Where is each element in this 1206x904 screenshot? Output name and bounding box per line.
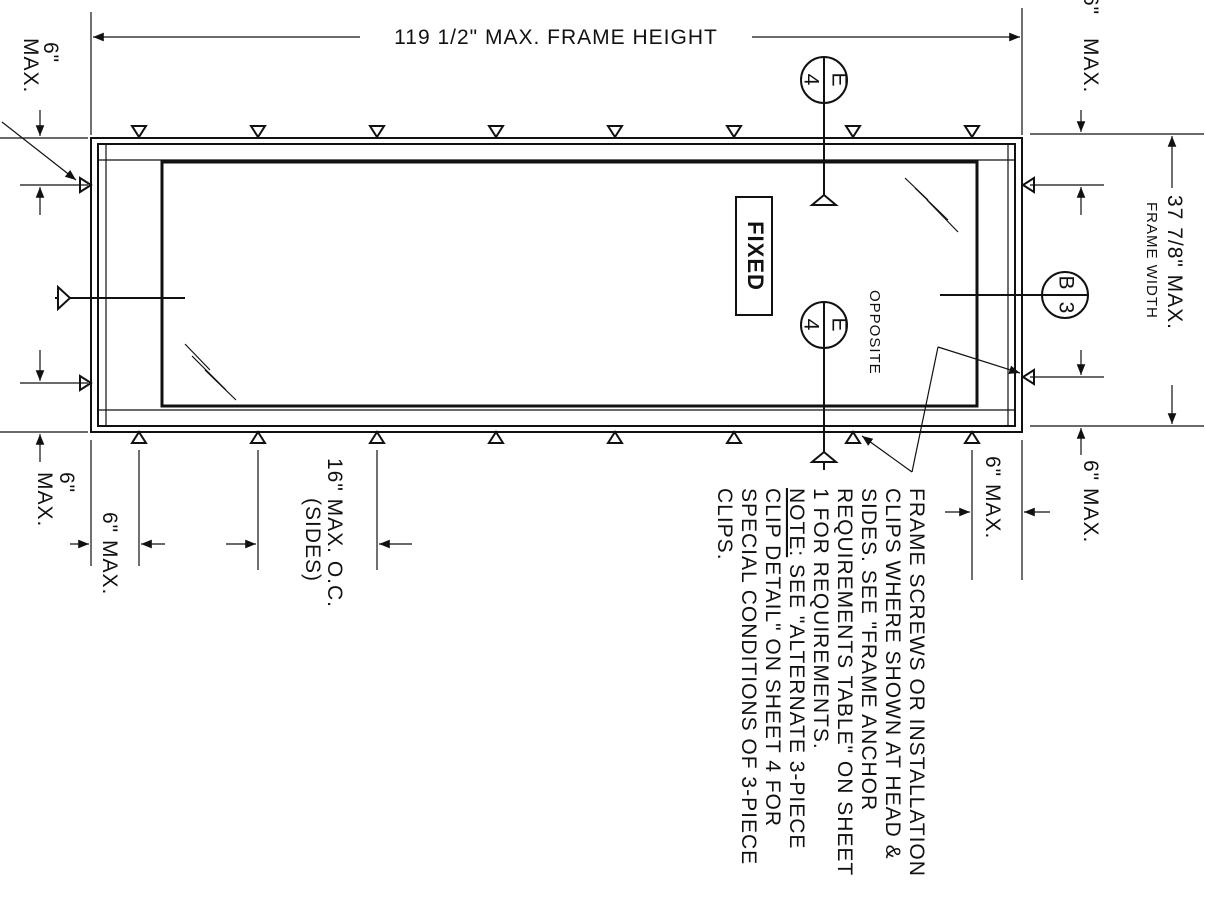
opposite-label: OPPOSITE — [866, 290, 883, 375]
note-line: REQUIREMENTS TABLE" ON SHEET — [833, 488, 856, 876]
note-leader-lines — [861, 346, 1021, 473]
hatch-mark — [926, 199, 959, 233]
note-line: 1 FOR REQUIREMENTS. — [809, 488, 832, 750]
anchor-marker — [368, 125, 386, 139]
callout-e4-middle: E 4 — [799, 301, 850, 349]
note-line: NOTE: SEE "ALTERNATE 3-PIECE — [785, 488, 808, 849]
glass-hatch-marks — [184, 177, 959, 401]
six-max-text: 6" MAX. — [981, 456, 1004, 539]
six-max-left-bottom: 6" MAX. — [0, 350, 88, 527]
callout-top-letter: E — [827, 317, 850, 332]
leader-line — [861, 435, 913, 473]
anchor-marker — [963, 430, 981, 444]
anchor-marker — [130, 430, 148, 444]
frame-width-label: FRAME WIDTH — [1143, 202, 1160, 319]
anchor-markers-sill — [130, 430, 981, 444]
six-max-value: 6" — [1079, 0, 1102, 15]
anchor-marker — [487, 430, 505, 444]
anchor-marker — [368, 430, 386, 444]
anchor-marker — [249, 430, 267, 444]
six-max-label: MAX. — [1079, 38, 1102, 93]
frame-height-text: 119 1/2" MAX. FRAME HEIGHT — [394, 26, 718, 49]
section-cuts — [55, 102, 1042, 470]
six-max-value: 6" — [39, 42, 62, 63]
six-max-bottom-b: 6" MAX. — [945, 440, 1050, 580]
fixed-label-text: FIXED — [743, 221, 768, 291]
six-max-text: 6" MAX. — [98, 512, 121, 595]
six-max-label: MAX. — [33, 472, 56, 527]
section-arrow — [809, 193, 839, 206]
six-max-bottom-a: 6" MAX. — [70, 440, 165, 595]
note-text: SEE "ALTERNATE 3-PIECE — [785, 557, 808, 849]
anchor-marker — [606, 125, 624, 139]
note-label: NOTE: — [785, 488, 808, 557]
six-max-right-top: 6" MAX. — [1030, 0, 1104, 215]
six-max-left-top: 6" MAX. — [0, 38, 88, 215]
anchor-markers-sides — [79, 176, 1035, 392]
leader-line — [911, 346, 939, 473]
six-max-value: 6" — [55, 472, 78, 493]
callout-b3: B 3 — [1041, 271, 1089, 319]
six-max-label: MAX. — [19, 38, 42, 93]
anchor-marker — [725, 430, 743, 444]
note-line: SIDES. SEE "FRAME ANCHOR — [857, 488, 880, 811]
frame-outline — [90, 137, 1023, 433]
note-line: SPECIAL CONDITIONS OF 3-PIECE — [737, 488, 760, 865]
callout-bottom-number: 4 — [799, 74, 822, 87]
frame-outer-edge — [90, 137, 1023, 433]
frame-inner-edge — [97, 143, 1016, 427]
anchor-marker — [725, 125, 743, 139]
frame-width-dimension: 37 7/8" MAX. FRAME WIDTH — [1030, 133, 1204, 427]
note-line: FRAME SCREWS OR INSTALLATION — [905, 488, 928, 877]
anchor-marker — [963, 125, 981, 139]
anchor-marker — [487, 125, 505, 139]
anchor-marker — [844, 430, 862, 444]
spacing-dimension: 16" MAX. O.C. (SIDES) — [226, 450, 412, 608]
leader-line — [937, 346, 1021, 374]
callout-bottom-number: 4 — [799, 319, 822, 332]
anchor-marker — [606, 430, 624, 444]
anchor-markers-head — [130, 125, 981, 139]
hatch-mark — [184, 343, 211, 371]
anchor-marker — [130, 125, 148, 139]
callout-top-letter: E — [827, 72, 850, 87]
six-max-text: 6" MAX. — [1079, 460, 1102, 543]
spacing-sides-text: (SIDES) — [301, 498, 324, 582]
frame-width-value: 37 7/8" MAX. — [1163, 195, 1186, 330]
note-line: CLIPS WHERE SHOWN AT HEAD & — [881, 488, 904, 860]
spacing-text: 16" MAX. O.C. — [323, 458, 346, 608]
six-max-right-bottom: 6" MAX. — [1030, 350, 1104, 543]
leader-line — [1, 121, 77, 181]
frame-height-dimension: 119 1/2" MAX. FRAME HEIGHT — [90, 8, 1023, 135]
callout-e4-top: E 4 — [799, 56, 850, 104]
callout-bottom-number: 3 — [1054, 302, 1077, 315]
anchor-marker — [249, 125, 267, 139]
note-line: CLIP DETAIL" ON SHEET 4 FOR — [761, 488, 784, 827]
section-arrow — [57, 284, 72, 312]
section-arrow — [809, 450, 839, 463]
glass-pane — [160, 160, 979, 408]
callout-top-letter: B — [1054, 275, 1077, 290]
hatch-mark — [204, 369, 237, 401]
fixed-label: FIXED — [735, 196, 773, 316]
anchor-marker — [844, 125, 862, 139]
notes-block: FRAME SCREWS OR INSTALLATION CLIPS WHERE… — [713, 488, 928, 877]
note-line: CLIPS. — [713, 488, 736, 561]
fixed-label-box — [735, 196, 773, 316]
